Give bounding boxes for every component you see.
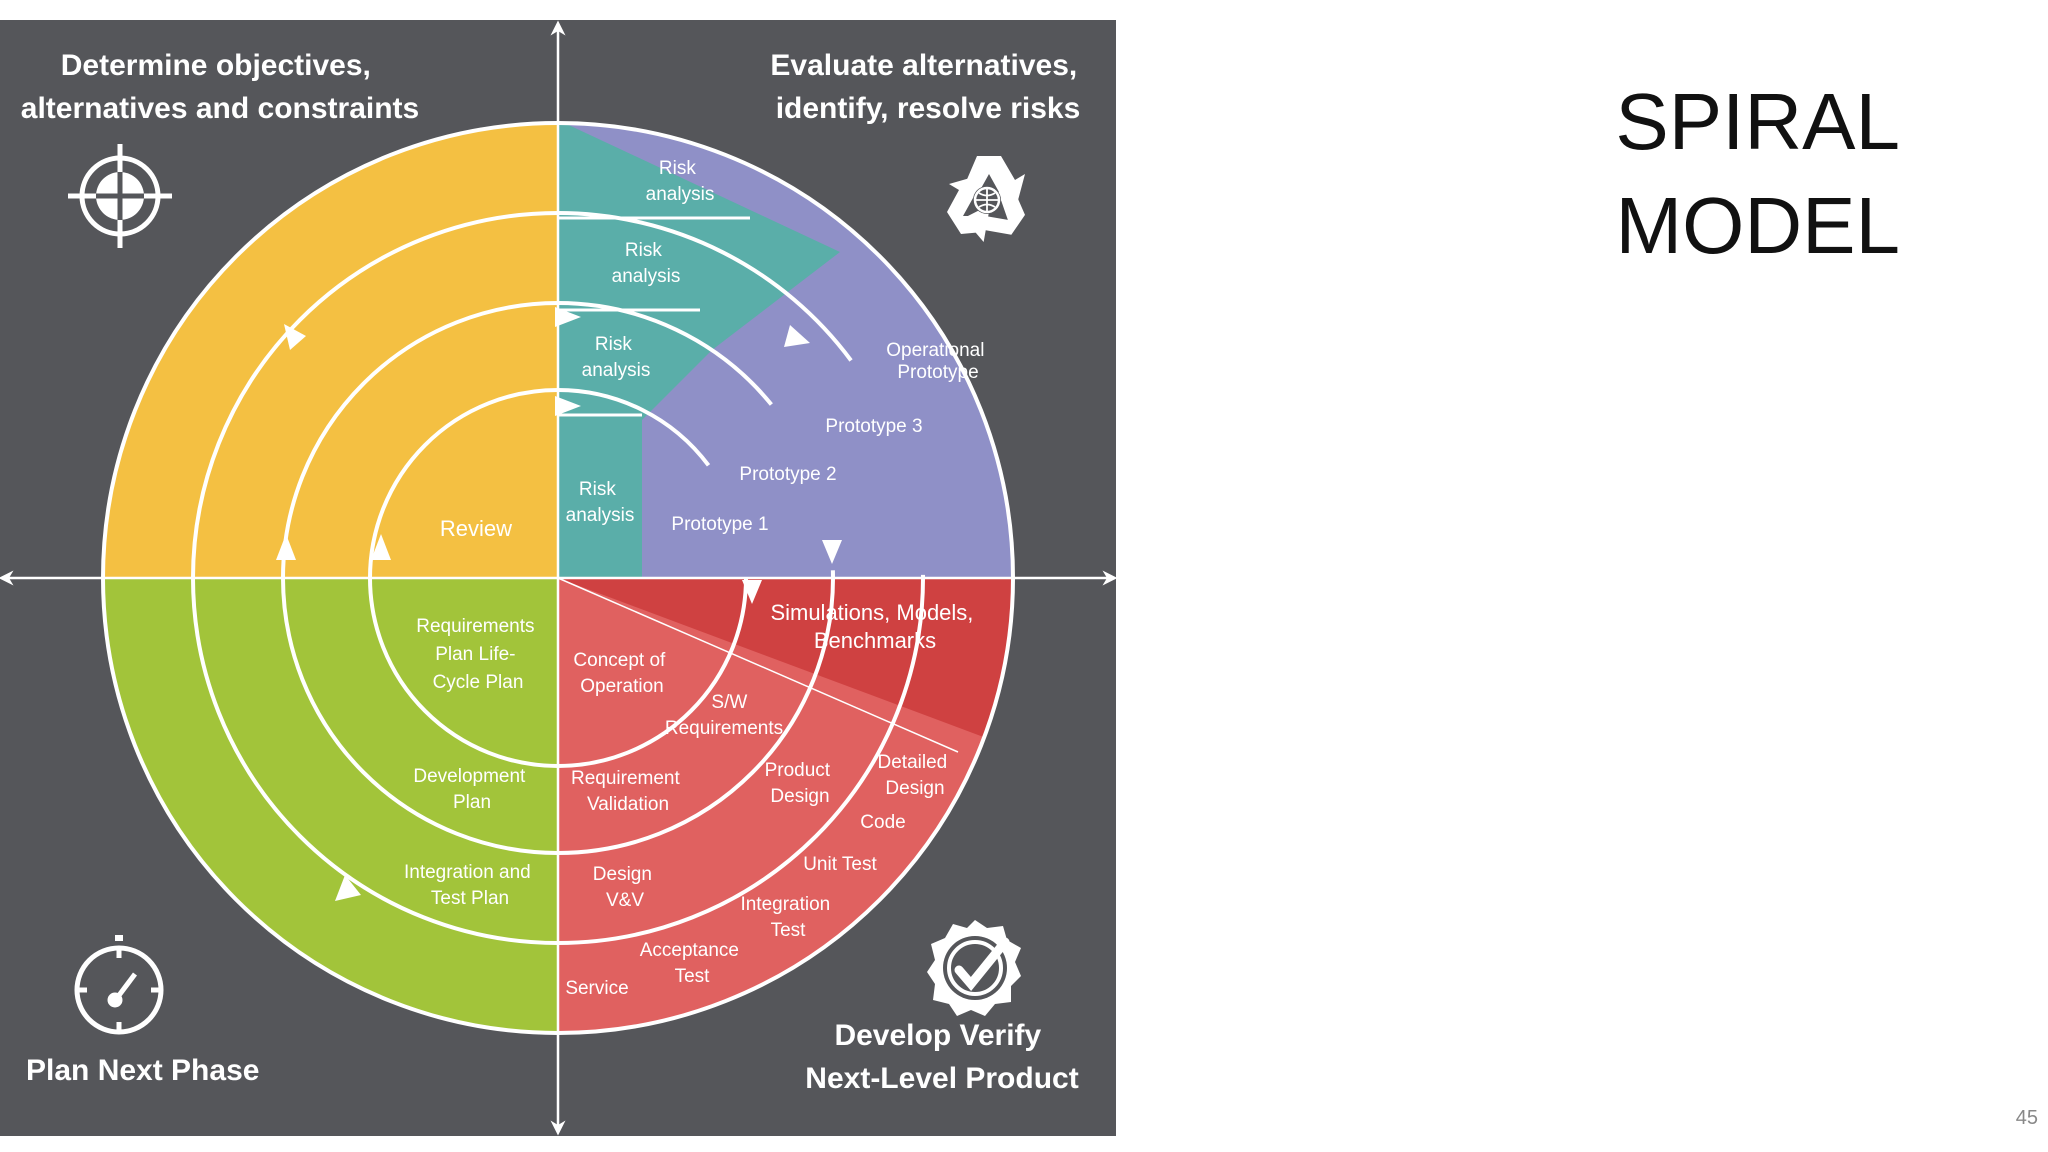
spiral-arrowhead: [335, 875, 361, 901]
label-integration-test-plan: Integration and Test Plan: [404, 862, 536, 909]
label-risk-analysis-4: Risk analysis: [646, 158, 715, 205]
label-risk-analysis-2: Risk analysis: [582, 334, 651, 381]
label-concept-of-operation: Concept of Operation: [573, 650, 670, 697]
slide-title-line1: SPIRAL: [1615, 77, 1900, 166]
quadrant-objectives-line1: Determine objectives,: [61, 49, 371, 82]
quadrant-plan-line1: Plan Next Phase: [26, 1054, 259, 1087]
label-risk-analysis-3: Risk analysis: [612, 240, 681, 287]
label-service: Service: [565, 978, 628, 999]
label-prototype-2: Prototype 2: [739, 464, 836, 485]
quadrant-evaluate-line2: identify, resolve risks: [776, 92, 1081, 125]
slide-title-line2: MODEL: [1615, 181, 1901, 270]
badge-check-icon: [927, 920, 1021, 1016]
label-development-plan: Development Plan: [413, 766, 530, 813]
label-product-design: Product Design: [765, 760, 836, 807]
quadrant-evaluate-title: Evaluate alternatives, identify, resolve…: [770, 49, 1085, 125]
label-requirement-validation: Requirement Validation: [571, 768, 685, 815]
quadrant-fills: [103, 123, 1013, 1033]
risk-analysis-region: [558, 123, 840, 578]
slide-title: SPIRAL MODEL: [1540, 70, 1900, 278]
quadrant-develop-line2: Next-Level Product: [805, 1062, 1078, 1095]
spiral-arrowhead: [276, 534, 296, 560]
spiral-arrowhead: [742, 580, 762, 604]
label-unit-test: Unit Test: [803, 854, 877, 875]
develop-diagonal: [557, 577, 959, 753]
stopwatch-icon: [74, 935, 164, 1035]
label-detailed-design: Detailed Design: [878, 752, 953, 799]
label-prototype-3: Prototype 3: [825, 416, 922, 437]
quadrant-develop-line1: Develop Verify: [834, 1019, 1041, 1052]
page-number: 45: [2015, 1107, 2038, 1129]
spiral-model-diagram: Determine objectives, alternatives and c…: [0, 20, 1116, 1136]
axes: [0, 20, 1116, 1136]
quadrant-evaluate-line1: Evaluate alternatives,: [770, 49, 1077, 82]
target-icon: [68, 144, 172, 248]
label-design-vv: Design V&V: [593, 864, 657, 911]
quadrant-objectives-title: Determine objectives, alternatives and c…: [21, 49, 419, 125]
quadrant-develop-title: Develop Verify Next-Level Product: [805, 1019, 1078, 1095]
label-acceptance-test: Acceptance Test: [640, 940, 745, 987]
label-operational-prototype: Operational Prototype: [886, 340, 990, 383]
label-code: Code: [860, 812, 905, 833]
label-simulations: Simulations, Models, Benchmarks: [770, 600, 979, 653]
label-prototype-1: Prototype 1: [671, 514, 768, 535]
quadrant-objectives-line2: alternatives and constraints: [21, 92, 419, 125]
quadrant-plan-title: Plan Next Phase: [26, 1054, 259, 1087]
label-integration-test: Integration Test: [740, 894, 835, 941]
spiral-arrowhead: [784, 325, 810, 347]
label-sw-requirements: S/W Requirements: [665, 692, 783, 739]
risk-separators: [558, 216, 750, 417]
spiral-arrowhead: [371, 534, 391, 560]
label-review: Review: [440, 516, 512, 541]
spiral-arrowhead: [822, 540, 842, 564]
spiral-arrowhead: [284, 324, 306, 350]
label-risk-analysis-1: Risk analysis: [566, 479, 635, 526]
recycle-icon: [947, 156, 1026, 243]
label-requirements-plan: Requirements Plan Life- Cycle Plan: [416, 616, 540, 693]
